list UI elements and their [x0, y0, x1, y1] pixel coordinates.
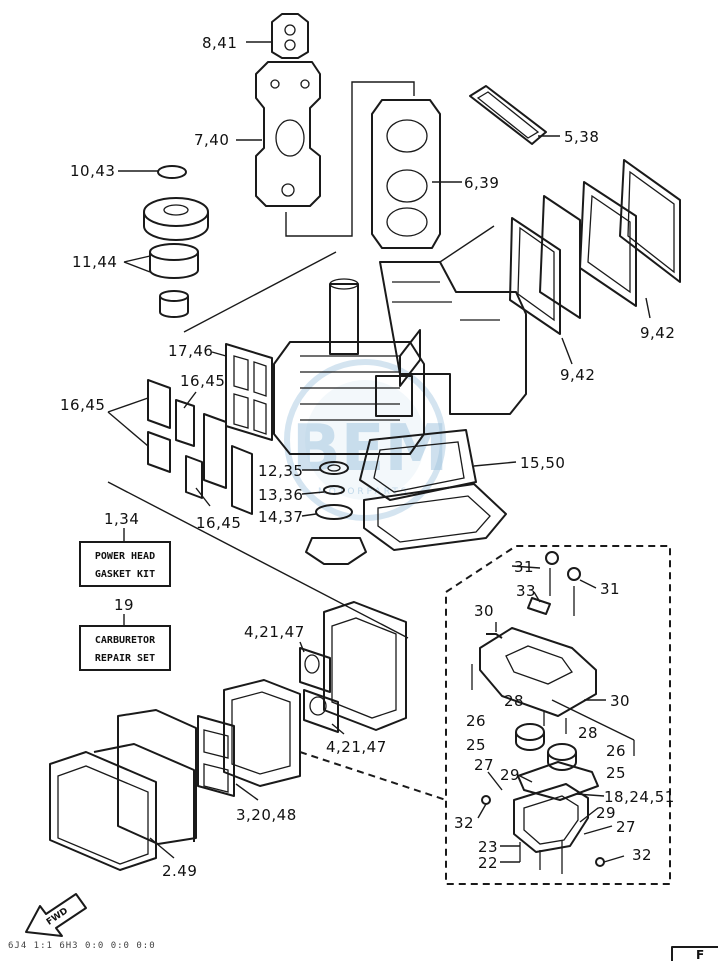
callout-2-49: 2.49 [162, 862, 197, 880]
callout-4-21-47-upper: 4,21,47 [244, 623, 305, 641]
callout-16-45-top: 16,45 [180, 372, 225, 390]
part-2-49-silencer [49, 709, 197, 871]
callout-26-left: 26 [466, 712, 486, 730]
callout-30-upper: 30 [474, 602, 494, 620]
callout-1-34: 1,34 [104, 510, 139, 528]
watermark-main: BEM [292, 412, 448, 486]
callout-9-42-lower: 9,42 [560, 366, 595, 384]
part-15-50-base-gasket [359, 429, 517, 551]
callout-13-36: 13,36 [258, 486, 303, 504]
callout-4-21-47-lower: 4,21,47 [326, 738, 387, 756]
callout-31-left: 31 [514, 558, 534, 576]
corner-box [671, 946, 718, 961]
callout-8-41: 8,41 [202, 34, 237, 52]
part-lower-seals [301, 461, 367, 565]
callout-29-left: 29 [500, 766, 520, 784]
callout-3-20-48: 3,20,48 [236, 806, 297, 824]
callout-25-left: 25 [466, 736, 486, 754]
part-3-20-48-carb-gaskets [197, 679, 447, 801]
kit-carburetor-line1: CARBURETOR [95, 635, 156, 646]
part-9-42-plates [509, 159, 681, 365]
leader-head-group [285, 81, 415, 237]
callout-30-right: 30 [610, 692, 630, 710]
fwd-label: FWD [45, 906, 70, 927]
part-7-40-gasket [236, 61, 321, 207]
part-5-38-gasket [469, 85, 560, 145]
callout-18-24-51: 18,24,51 [604, 788, 675, 806]
callout-27-lower: 27 [616, 818, 636, 836]
kit-power-head-gasket: POWER HEAD GASKET KIT [79, 528, 171, 587]
callouts: 8,41 7,40 10,43 11,44 5,38 6,39 9,42 9,4… [60, 34, 675, 880]
callout-22: 22 [478, 854, 498, 872]
kit-carburetor-line2: REPAIR SET [95, 653, 155, 664]
callout-12-35: 12,35 [258, 462, 303, 480]
callout-10-43: 10,43 [70, 162, 115, 180]
callout-11-44: 11,44 [72, 253, 117, 271]
part-17-46-gasket [211, 343, 273, 441]
callout-26-right: 26 [606, 742, 626, 760]
callout-25-right: 25 [606, 764, 626, 782]
part-11-44-rings [123, 243, 199, 318]
callout-7-40: 7,40 [194, 131, 229, 149]
leader-carb-kit [299, 751, 447, 801]
callout-16-45-bottom: 16,45 [196, 514, 241, 532]
callout-32-left: 32 [454, 814, 474, 832]
fwd-arrow: FWD [25, 893, 87, 937]
part-6-39-head-gasket [371, 99, 462, 249]
kit-power-head-line2: GASKET KIT [95, 569, 155, 580]
callout-9-42-upper: 9,42 [640, 324, 675, 342]
callout-28-right: 28 [578, 724, 598, 742]
callout-15-50: 15,50 [520, 454, 565, 472]
callout-28-left: 28 [504, 692, 524, 710]
watermark-sub: MOTORPARTS [318, 487, 410, 497]
callout-5-38: 5,38 [564, 128, 599, 146]
kit-carburetor-repair: CARBURETOR REPAIR SET [79, 614, 171, 671]
callout-27-upper: 27 [474, 756, 494, 774]
part-power-head-block [273, 261, 527, 455]
corner-label: F [696, 948, 704, 961]
callout-6-39: 6,39 [464, 174, 499, 192]
callout-23: 23 [478, 838, 498, 856]
watermark-globe [305, 380, 425, 500]
watermark: BEM MOTORPARTS [284, 359, 448, 521]
callout-29-right: 29 [596, 804, 616, 822]
part-8-41-plate [246, 13, 309, 59]
callout-16-45-left: 16,45 [60, 396, 105, 414]
callout-31-right: 31 [600, 580, 620, 598]
leader-seal-group [183, 251, 337, 333]
callout-17-46: 17,46 [168, 342, 213, 360]
callout-19: 19 [114, 596, 134, 614]
kit-power-head-line1: POWER HEAD [95, 551, 155, 562]
part-carburetor-exploded [471, 551, 635, 874]
callout-14-37: 14,37 [258, 508, 303, 526]
callout-33: 33 [516, 582, 536, 600]
part-16-45-reeds [107, 379, 409, 639]
part-4-21-47-manifold [299, 601, 407, 735]
leader-exhaust [439, 225, 495, 263]
footer-code: 6J4 1:1 6H3 0:0 0:0 0:0 [8, 941, 156, 951]
part-10-43-seal-housing [118, 165, 209, 241]
callout-32-right: 32 [632, 846, 652, 864]
